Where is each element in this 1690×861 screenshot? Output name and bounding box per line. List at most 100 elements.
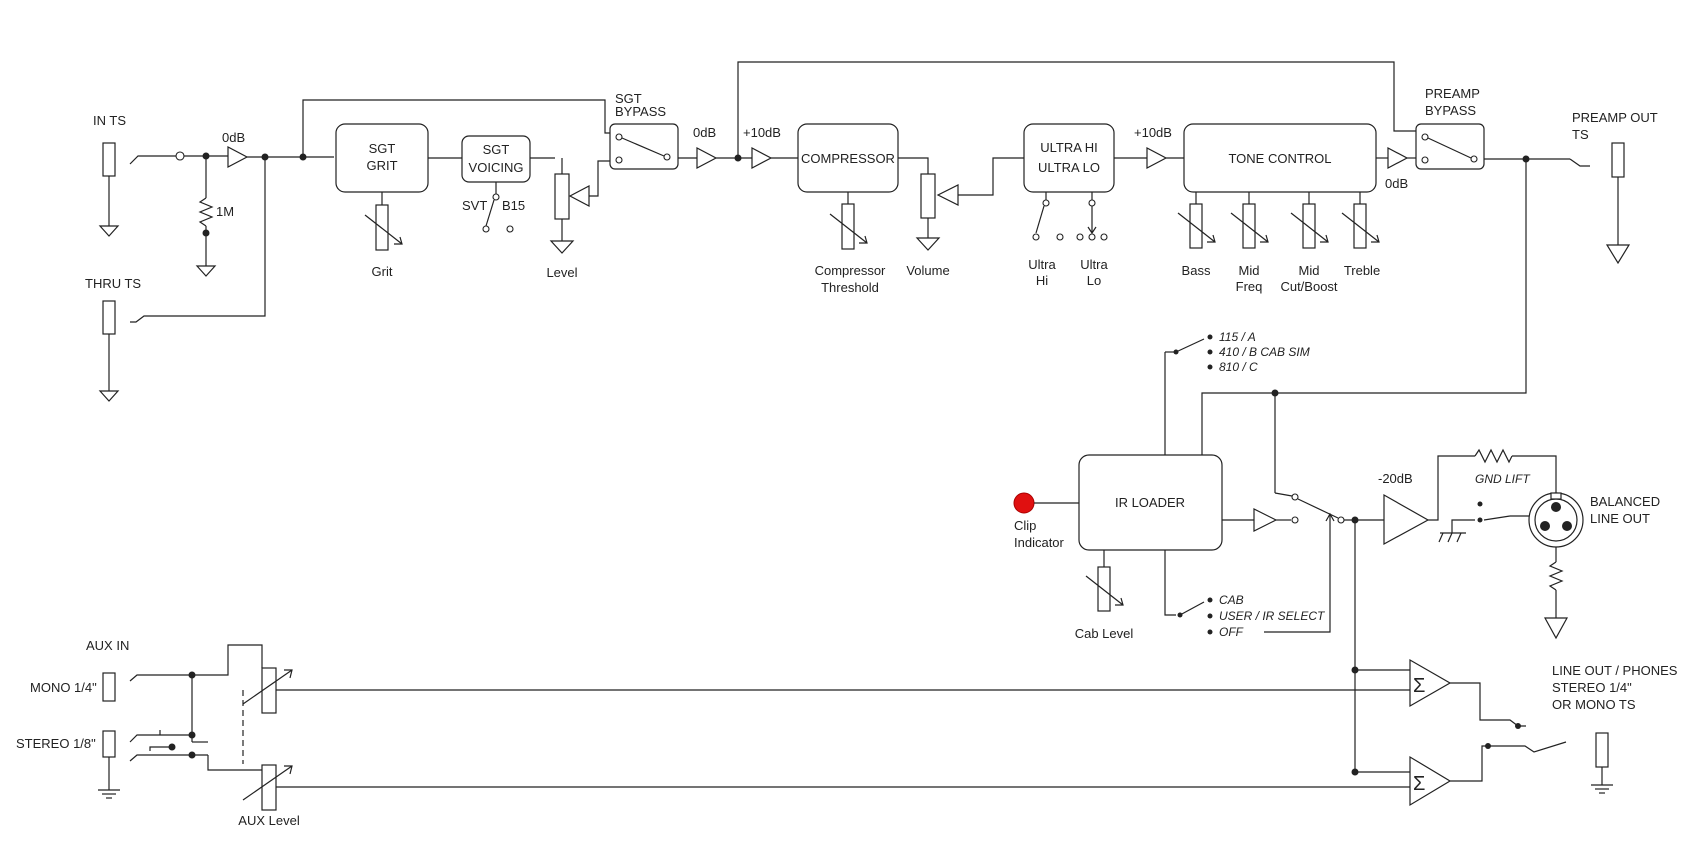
- ground-icon: [915, 237, 941, 251]
- line-out-label-3: OR MONO TS: [1552, 697, 1636, 712]
- cab-level-label: Cab Level: [1075, 626, 1134, 641]
- preamp-bypass-switch: [1415, 123, 1485, 170]
- mono-jack: [102, 672, 116, 702]
- in-ts-label: IN TS: [93, 113, 126, 128]
- res-1m-label: 1M: [216, 204, 234, 219]
- aux-in-label: AUX IN: [86, 638, 129, 653]
- ground-icon: [1605, 244, 1631, 265]
- resistor-1m-icon: [198, 197, 214, 227]
- plus10-a-label: +10dB: [743, 125, 781, 140]
- treble-label: Treble: [1344, 263, 1380, 278]
- sgt-bypass-switch: [609, 123, 679, 170]
- plus10-buffer-b-icon: [1146, 147, 1168, 169]
- aux-level-potentiometer-icon: [242, 667, 293, 811]
- ultra-hi-label-1: Ultra: [1028, 257, 1056, 272]
- ultra-label-1: ULTRA HI: [1040, 140, 1098, 155]
- balanced-label-1: BALANCED: [1590, 494, 1660, 509]
- summing-amp-icon: [1409, 658, 1452, 708]
- ground-icon: [195, 265, 217, 277]
- mid-cut-potentiometer-icon: [1290, 192, 1329, 249]
- sel-user-label: USER / IR SELECT: [1219, 609, 1326, 623]
- switch-icon: [1421, 133, 1478, 164]
- sgt-bypass-label-2: BYPASS: [615, 104, 666, 119]
- ground-icon: [98, 390, 120, 402]
- resistor-icon: [1548, 561, 1564, 591]
- preamp-out-jack: [1605, 142, 1631, 265]
- clip-indicator-led-icon: [1013, 492, 1035, 514]
- grit-label: Grit: [372, 264, 393, 279]
- comp-thresh-label-1: Compressor: [815, 263, 886, 278]
- voicing-switch-icon: [482, 193, 514, 233]
- stereo-label: STEREO 1/8": [16, 736, 96, 751]
- volume-label: Volume: [906, 263, 949, 278]
- ultra-lo-switch-icon: [1076, 199, 1108, 241]
- level-label: Level: [546, 265, 577, 280]
- cab-c-label: 810 / C: [1219, 360, 1258, 374]
- level-potentiometer-icon: [554, 173, 570, 220]
- summing-amp-icon: [1409, 755, 1452, 807]
- ground-icon: [549, 240, 575, 254]
- line-out-label-2: STEREO 1/4": [1552, 680, 1632, 695]
- sel-off-label: OFF: [1219, 625, 1244, 639]
- ir-loader-label: IR LOADER: [1115, 495, 1185, 510]
- thru-ts-jack: [98, 300, 120, 402]
- line-out-label-1: LINE OUT / PHONES: [1552, 663, 1678, 678]
- cab-b-label: 410 / B CAB SIM: [1219, 345, 1310, 359]
- balanced-label-2: LINE OUT: [1590, 511, 1650, 526]
- bass-potentiometer-icon: [1177, 192, 1216, 249]
- sgt-voicing-label-1: SGT: [483, 142, 510, 157]
- volume-potentiometer-icon: [920, 173, 936, 219]
- sigma-label-2: Σ: [1413, 773, 1425, 795]
- input-buffer-icon: [227, 146, 249, 168]
- ultra-hi-label-2: Hi: [1036, 273, 1048, 288]
- ultra-label-2: ULTRA LO: [1038, 160, 1100, 175]
- bypass-buffer-icon: [696, 147, 718, 169]
- odb-in-label: 0dB: [222, 130, 245, 145]
- clip-label-1: Clip: [1014, 518, 1036, 533]
- plus10-b-label: +10dB: [1134, 125, 1172, 140]
- sel-cab-label: CAB: [1219, 593, 1244, 607]
- preamp-bypass-label-1: PREAMP: [1425, 86, 1480, 101]
- compressor-label: COMPRESSOR: [801, 151, 895, 166]
- volume-buffer-icon: [936, 184, 959, 206]
- switch-icon: [615, 133, 671, 164]
- in-ts-jack: [98, 142, 176, 237]
- mid-freq-potentiometer-icon: [1230, 192, 1269, 249]
- resistor-icon: [1474, 448, 1513, 464]
- thru-ts-label: THRU TS: [85, 276, 141, 291]
- line-out-jack: [1591, 732, 1613, 794]
- ground-icon: [98, 225, 120, 237]
- mid-cut-label-1: Mid: [1299, 263, 1320, 278]
- sigma-label-1: Σ: [1413, 675, 1425, 697]
- ultra-block: [1023, 123, 1115, 193]
- ultra-hi-switch-icon: [1032, 199, 1064, 241]
- preamp-bypass-label-2: BYPASS: [1425, 103, 1476, 118]
- xlr-connector-icon: [1528, 492, 1584, 548]
- odb-bypass-label: 0dB: [693, 125, 716, 140]
- ground-icon: [1543, 617, 1569, 640]
- comp-thresh-label-2: Threshold: [821, 280, 879, 295]
- tone-buffer-icon: [1387, 147, 1409, 169]
- preamp-out-label-2: TS: [1572, 127, 1589, 142]
- aux-level-label: AUX Level: [238, 813, 300, 828]
- clip-label-2: Indicator: [1014, 535, 1065, 550]
- mid-freq-label-1: Mid: [1239, 263, 1260, 278]
- chassis-ground-icon: [1438, 519, 1475, 543]
- svt-label: SVT: [462, 198, 487, 213]
- b15-label: B15: [502, 198, 525, 213]
- gnd-lift-label: GND LIFT: [1475, 472, 1531, 486]
- mid-cut-label-2: Cut/Boost: [1280, 279, 1337, 294]
- odb-tone-label: 0dB: [1385, 176, 1408, 191]
- sgt-voicing-label-2: VOICING: [469, 160, 524, 175]
- mono-label: MONO 1/4": [30, 680, 97, 695]
- cab-a-label: 115 / A: [1219, 330, 1256, 344]
- ir-out-buffer-icon: [1253, 508, 1278, 532]
- tone-control-label: TONE CONTROL: [1228, 151, 1331, 166]
- ultra-lo-label-2: Lo: [1087, 273, 1101, 288]
- level-buffer-icon: [568, 185, 590, 207]
- minus20-label: -20dB: [1378, 471, 1413, 486]
- plus10-buffer-a-icon: [751, 147, 773, 169]
- treble-potentiometer-icon: [1341, 192, 1380, 249]
- compressor-threshold-potentiometer-icon: [829, 203, 868, 250]
